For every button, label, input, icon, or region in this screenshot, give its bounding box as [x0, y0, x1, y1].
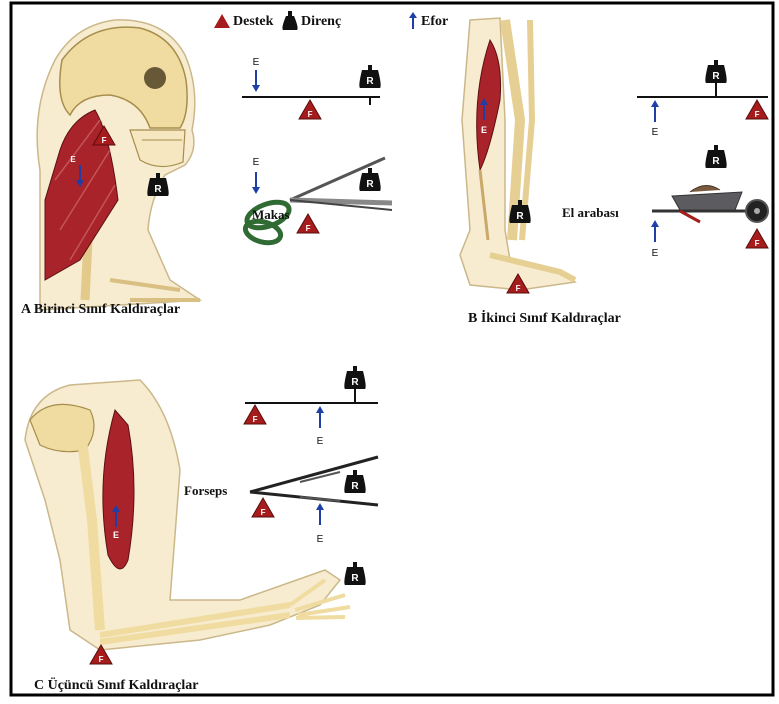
svg-text:E: E: [253, 57, 260, 68]
legend-effort-label: Efor: [421, 14, 448, 30]
svg-text:E: E: [70, 155, 76, 164]
scissors-illustration: E: [243, 157, 392, 246]
legend-fulcrum-label: Destek: [233, 14, 273, 30]
wheelbarrow-label: El arabası: [562, 205, 619, 221]
panel-a-illustration: E: [37, 20, 200, 310]
svg-text:E: E: [317, 436, 324, 447]
forceps-illustration: E: [250, 457, 378, 545]
panel-a-lever-diagram: E: [242, 57, 381, 119]
svg-text:E: E: [652, 248, 659, 259]
svg-text:E: E: [253, 157, 260, 168]
panel-c-lever-diagram: E: [244, 366, 378, 447]
legend-fulcrum-icon: [214, 14, 230, 28]
svg-text:E: E: [481, 125, 487, 135]
panel-b-caption: B İkinci Sınıf Kaldıraçlar: [468, 311, 621, 327]
svg-text:E: E: [113, 530, 119, 540]
panel-a-caption: A Birinci Sınıf Kaldıraçlar: [21, 302, 180, 318]
scissors-label: Makas: [252, 207, 290, 223]
eye-socket: [144, 67, 166, 89]
svg-text:E: E: [317, 534, 324, 545]
panel-c-caption: C Üçüncü Sınıf Kaldıraçlar: [34, 678, 199, 694]
panel-b-illustration: E: [460, 18, 575, 293]
forceps-label: Forseps: [184, 483, 227, 499]
svg-text:E: E: [652, 127, 659, 138]
legend-resistance-label: Direnç: [301, 14, 341, 30]
panel-b-lever-diagram: E: [637, 60, 768, 138]
panel-c-illustration: E: [25, 380, 366, 664]
wheelbarrow-illustration: E: [651, 145, 768, 259]
legend-resistance-icon: [282, 16, 297, 30]
